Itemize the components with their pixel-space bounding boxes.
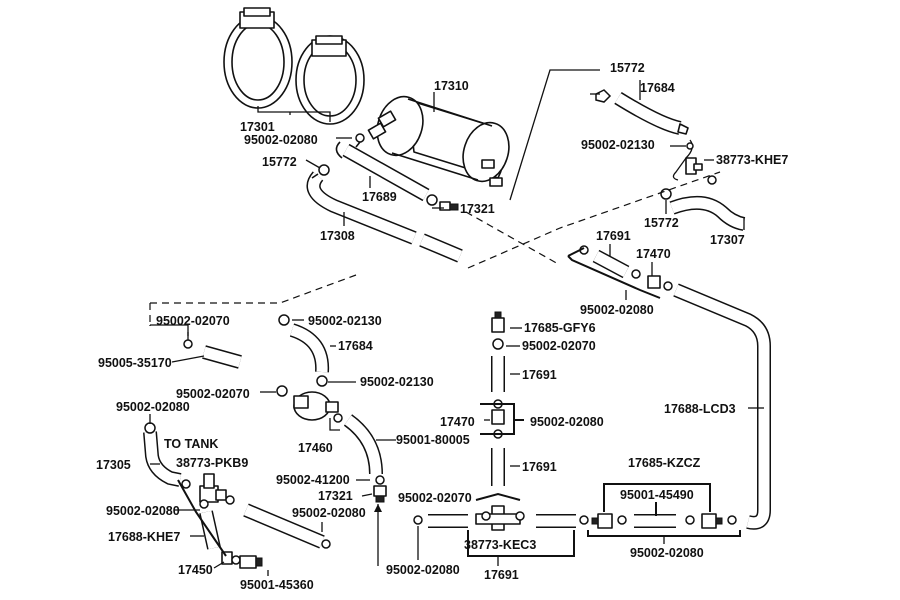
label-38773-khe7: 38773-KHE7 [716, 153, 788, 167]
label-17684-b: 17684 [338, 339, 373, 353]
bracket-95002-02070-d [475, 492, 521, 501]
label-17470-a: 17470 [636, 247, 671, 261]
hose-clamp-right [295, 35, 365, 125]
label-95002-02080-e: 95002-02080 [106, 504, 180, 518]
clip-95002-02070-b [492, 338, 504, 350]
label-17307: 17307 [710, 233, 745, 247]
clip-95002-02130-c [316, 375, 328, 387]
clamp-15772-top-right [595, 89, 612, 103]
clip-95002-02070-c [276, 385, 288, 397]
label-17691-b: 17691 [522, 368, 557, 382]
label-95002-02080-d: 95002-02080 [530, 415, 604, 429]
label-17460: 17460 [298, 441, 333, 455]
label-15772-a: 15772 [610, 61, 645, 75]
label-17450: 17450 [178, 563, 213, 577]
label-17305: 17305 [96, 458, 131, 472]
label-95005-35170: 95005-35170 [98, 356, 172, 370]
tee-38773-khe7 [685, 157, 717, 185]
label-17691-d: 17691 [484, 568, 519, 582]
label-95002-02130-c: 95002-02130 [360, 375, 434, 389]
fittings-17685-kzcz [591, 513, 737, 529]
label-95002-02080-g: 95002-02080 [630, 546, 704, 560]
clamp-95002-02080-top [355, 133, 365, 148]
label-95002-02080-a: 95002-02080 [244, 133, 318, 147]
label-95001-80005: 95001-80005 [396, 433, 470, 447]
hose-95001-45360 [243, 503, 331, 549]
label-15772-b: 15772 [262, 155, 297, 169]
leader-link-15772 [509, 69, 600, 201]
hose-95001-80005 [333, 413, 383, 475]
label-95002-02130-b: 95002-02130 [308, 314, 382, 328]
hose-17691-right-horizontal [536, 514, 589, 528]
part-labels: 17301 17310 15772 17684 95002-02080 1577… [96, 61, 788, 592]
label-15772-c: 15772 [644, 216, 679, 230]
label-17689: 17689 [362, 190, 397, 204]
label-95002-02080-b: 95002-02080 [580, 303, 654, 317]
label-95002-02080-h: 95002-02080 [386, 563, 460, 577]
hose-17684-top [614, 92, 689, 135]
label-17684-a: 17684 [640, 81, 675, 95]
fitting-95001-45360 [239, 555, 263, 569]
valve-17470-center [491, 399, 505, 439]
hose-17688-lcd3 [673, 283, 771, 530]
label-17685-kzcz: 17685-KZCZ [628, 456, 701, 470]
bracket-95002-02080-lower-right [587, 530, 741, 537]
hose-17688-khe7 [199, 499, 221, 550]
bracket-95002-02080-b [567, 255, 661, 299]
label-95002-02080-f: 95002-02080 [292, 506, 366, 520]
label-95002-02070-b: 95002-02070 [522, 339, 596, 353]
label-17301: 17301 [240, 120, 275, 134]
evap-canister [367, 95, 510, 187]
hose-17689 [335, 141, 430, 202]
valve-17470-right [647, 275, 673, 291]
label-38773-kec3: 38773-KEC3 [464, 538, 536, 552]
fitting-17321-lower [373, 475, 387, 503]
leader-17460 [329, 418, 340, 431]
label-17685-gfy6: 17685-GFY6 [524, 321, 596, 335]
clip-95002-02130-top [672, 139, 694, 181]
label-95001-45490: 95001-45490 [620, 488, 694, 502]
leader-17301 [257, 106, 331, 122]
label-95002-02070-c: 95002-02070 [176, 387, 250, 401]
clip-95002-02130-b [278, 314, 290, 326]
label-17691-a: 17691 [596, 229, 631, 243]
hose-95005-35170 [202, 345, 242, 369]
tee-38773-kec3 [475, 505, 525, 531]
dashed-link-lower [150, 274, 357, 304]
label-38773-pkb9: 38773-PKB9 [176, 456, 248, 470]
fitting-17685-gfy6 [491, 311, 505, 333]
label-17688-lcd3: 17688-LCD3 [664, 402, 736, 416]
bracket-95002-02080-lower [177, 479, 227, 557]
label-95002-02070-a: 95002-02070 [156, 314, 230, 328]
label-17321-b: 17321 [318, 489, 353, 503]
label-17688-khe7: 17688-KHE7 [108, 530, 180, 544]
label-17691-c: 17691 [522, 460, 557, 474]
dashed-link-canister [465, 211, 561, 266]
label-95001-45360: 95001-45360 [240, 578, 314, 592]
hose-17684-lower [289, 323, 330, 373]
fitting-17321-top [426, 194, 459, 211]
label-to-tank: TO TANK [164, 437, 218, 451]
dashed-link-top-right [467, 171, 721, 269]
label-17321-a: 17321 [460, 202, 495, 216]
bracket-38773-kec3 [467, 530, 575, 557]
label-17470-b: 17470 [440, 415, 475, 429]
hose-17308 [306, 171, 463, 263]
clamp-15772-top-left [311, 164, 330, 179]
label-17310: 17310 [434, 79, 469, 93]
tee-38773-pkb9 [181, 473, 235, 505]
label-95002-02070-d: 95002-02070 [398, 491, 472, 505]
label-95002-02130-a: 95002-02130 [581, 138, 655, 152]
label-17308: 17308 [320, 229, 355, 243]
label-95002-41200: 95002-41200 [276, 473, 350, 487]
hose-17307 [660, 188, 746, 231]
label-95002-02080-c: 95002-02080 [116, 400, 190, 414]
valve-17460 [293, 391, 339, 421]
hose-17691-left-horizontal [413, 514, 468, 528]
bracket-17685-kzcz [603, 483, 711, 512]
hose-17305 [143, 422, 182, 487]
hose-clamp-left [223, 7, 293, 109]
